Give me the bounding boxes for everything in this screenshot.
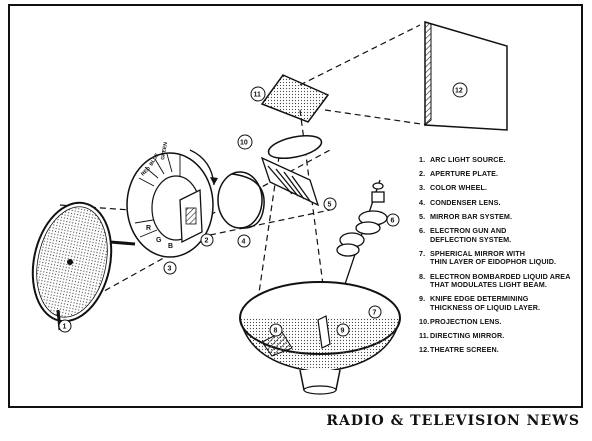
callout-5: 5 — [323, 197, 337, 211]
legend: 1.ARC LIGHT SOURCE. 2.APERTURE PLATE. 3.… — [419, 155, 584, 361]
svg-text:7: 7 — [373, 310, 377, 317]
svg-text:12: 12 — [455, 88, 463, 95]
svg-text:1: 1 — [63, 324, 67, 331]
projection-lens — [267, 134, 323, 160]
legend-item: 1.ARC LIGHT SOURCE. — [419, 155, 506, 164]
aperture-plate — [179, 188, 203, 244]
wheel-letter-g: G — [156, 237, 162, 244]
directing-mirror — [260, 74, 330, 123]
wheel-letter-b: B — [168, 243, 173, 250]
callout-markers: 1 2 3 4 5 6 7 8 9 10 11 12 — [58, 82, 468, 337]
theatre-screen — [424, 20, 508, 131]
legend-item: 7.SPHERICAL MIRROR WITH THIN LAYER OF EI… — [419, 248, 557, 267]
svg-text:9: 9 — [341, 328, 345, 335]
legend-item: 3.COLOR WHEEL. — [419, 183, 488, 193]
svg-text:3: 3 — [168, 266, 172, 273]
callout-3: 3 — [163, 261, 177, 275]
legend-item: 6.ELECTRON GUN AND DEFLECTION SYSTEM. — [419, 225, 512, 244]
wheel-rim-label-green: GREEN — [160, 141, 169, 160]
legend-item: 10.PROJECTION LENS. — [419, 317, 502, 327]
svg-text:8: 8 — [274, 328, 278, 335]
legend-item: 12.THEATRE SCREEN. — [419, 345, 499, 355]
svg-text:2: 2 — [205, 238, 209, 245]
callout-8: 8 — [269, 323, 283, 337]
callout-1: 1 — [58, 319, 72, 333]
svg-text:5: 5 — [328, 202, 332, 209]
mirror-bar-system — [260, 156, 320, 207]
publication-credit: RADIO & TELEVISION NEWS — [326, 413, 580, 429]
callout-7: 7 — [368, 305, 382, 319]
wheel-letter-r: R — [146, 225, 151, 232]
wheel-rim-label-red: RED — [140, 165, 152, 177]
legend-item: 2.APERTURE PLATE. — [419, 169, 499, 179]
callout-4: 4 — [237, 234, 251, 248]
svg-text:4: 4 — [242, 239, 246, 246]
callout-9: 9 — [336, 323, 350, 337]
legend-item: 11.DIRECTING MIRROR. — [419, 331, 505, 341]
callout-10: 10 — [237, 134, 253, 150]
diagram-frame — [8, 4, 583, 408]
svg-text:6: 6 — [391, 218, 395, 225]
callout-6: 6 — [386, 213, 400, 227]
legend-item: 5.MIRROR BAR SYSTEM. — [419, 211, 513, 221]
svg-text:10: 10 — [240, 140, 248, 147]
legend-item: 8.ELECTRON BOMBARDED LIQUID AREA THAT MO… — [419, 271, 571, 290]
svg-text:11: 11 — [254, 92, 262, 99]
arc-light-source — [31, 201, 136, 331]
spherical-mirror — [239, 281, 401, 395]
callout-2: 2 — [200, 233, 214, 247]
wheel-letters: R G B — [146, 225, 173, 250]
condenser-lens — [217, 171, 265, 229]
callout-12: 12 — [452, 82, 468, 98]
legend-item: 4.CONDENSER LENS. — [419, 197, 501, 207]
callout-11: 11 — [250, 86, 266, 102]
legend-item: 9.KNIFE EDGE DETERMINING THICKNESS OF LI… — [419, 294, 541, 312]
